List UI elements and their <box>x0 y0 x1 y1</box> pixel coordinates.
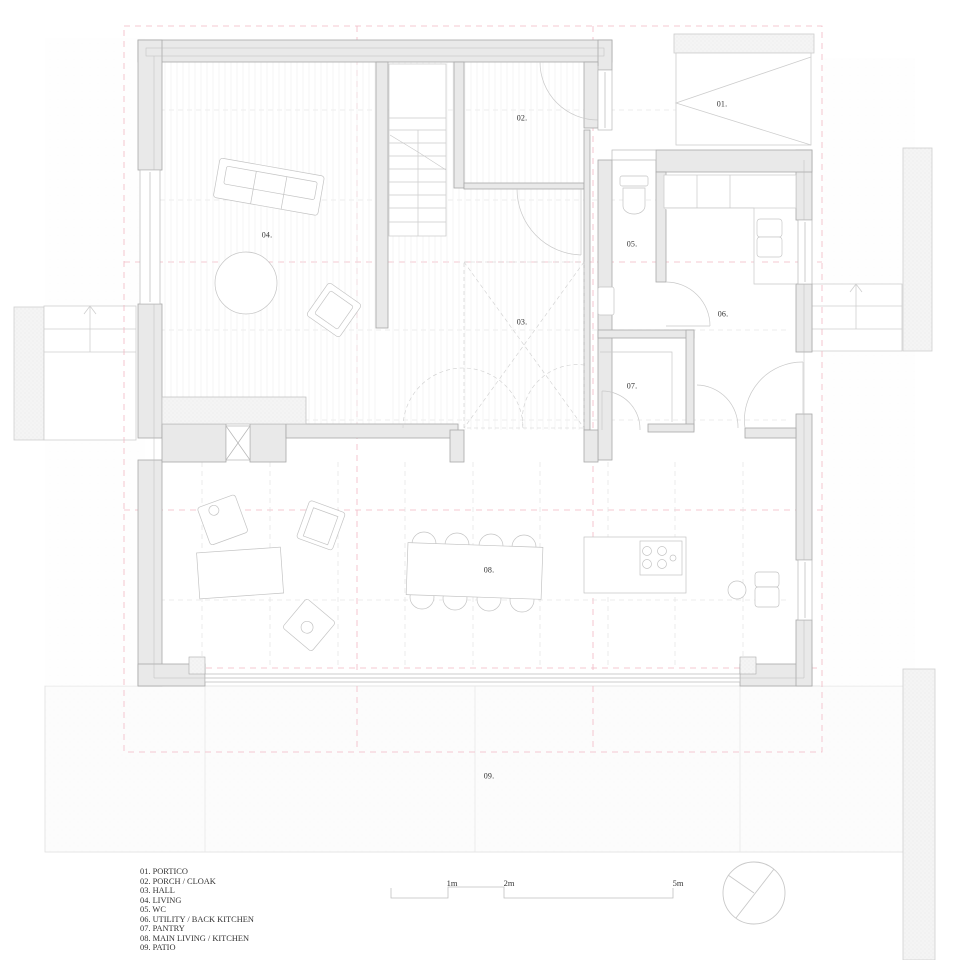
room-label-portico: 01. <box>716 99 728 109</box>
corner-post-left <box>188 656 206 675</box>
steps-left <box>43 305 137 441</box>
room-label-utility: 06. <box>717 309 729 319</box>
main-living-furniture <box>196 494 780 651</box>
living-bench <box>161 396 307 425</box>
legend-item: 09. PATIO <box>140 943 176 952</box>
room-label-living: 04. <box>261 230 273 240</box>
site-walls <box>13 147 936 960</box>
legend-item: 03. HALL <box>140 886 175 895</box>
scale-label-5m: 5m <box>672 878 684 888</box>
corner-post-right <box>739 656 757 675</box>
portico <box>673 33 815 146</box>
windows <box>139 69 813 683</box>
scale-bar <box>390 886 674 899</box>
legend-item: 06. UTILITY / BACK KITCHEN <box>140 914 254 924</box>
external-walls <box>137 39 813 687</box>
legend-item: 04. LIVING <box>140 895 182 905</box>
steps-right <box>811 283 903 352</box>
legend-item: 01. PORTICO <box>140 867 188 876</box>
flue <box>225 425 251 461</box>
room-label-main-living: 08. <box>483 565 495 575</box>
pantry-shelves <box>600 351 673 422</box>
utility-counters <box>663 174 797 285</box>
scale-label-2m: 2m <box>503 878 515 888</box>
room-label-patio: 09. <box>483 771 495 781</box>
legend-item: 05. WC <box>140 905 166 914</box>
legend-item: 02. PORCH / CLOAK <box>140 876 216 886</box>
living-furniture <box>213 157 362 338</box>
room-legend: 01. PORTICO 02. PORCH / CLOAK 03. HALL 0… <box>140 867 254 953</box>
scale-label-1m: 1m <box>446 878 458 888</box>
wc-fittings <box>597 175 649 316</box>
staircase <box>388 63 447 237</box>
room-label-porch-cloak: 02. <box>516 113 528 123</box>
north-arrow-circle-icon <box>722 861 786 925</box>
room-label-hall: 03. <box>516 317 528 327</box>
legend-item: 08. MAIN LIVING / KITCHEN <box>140 933 250 943</box>
legend-item: 07. PANTRY <box>140 924 185 933</box>
room-label-wc: 05. <box>626 239 638 249</box>
internal-walls <box>161 61 797 463</box>
room-label-pantry: 07. <box>626 381 638 391</box>
hall-void <box>402 261 585 429</box>
